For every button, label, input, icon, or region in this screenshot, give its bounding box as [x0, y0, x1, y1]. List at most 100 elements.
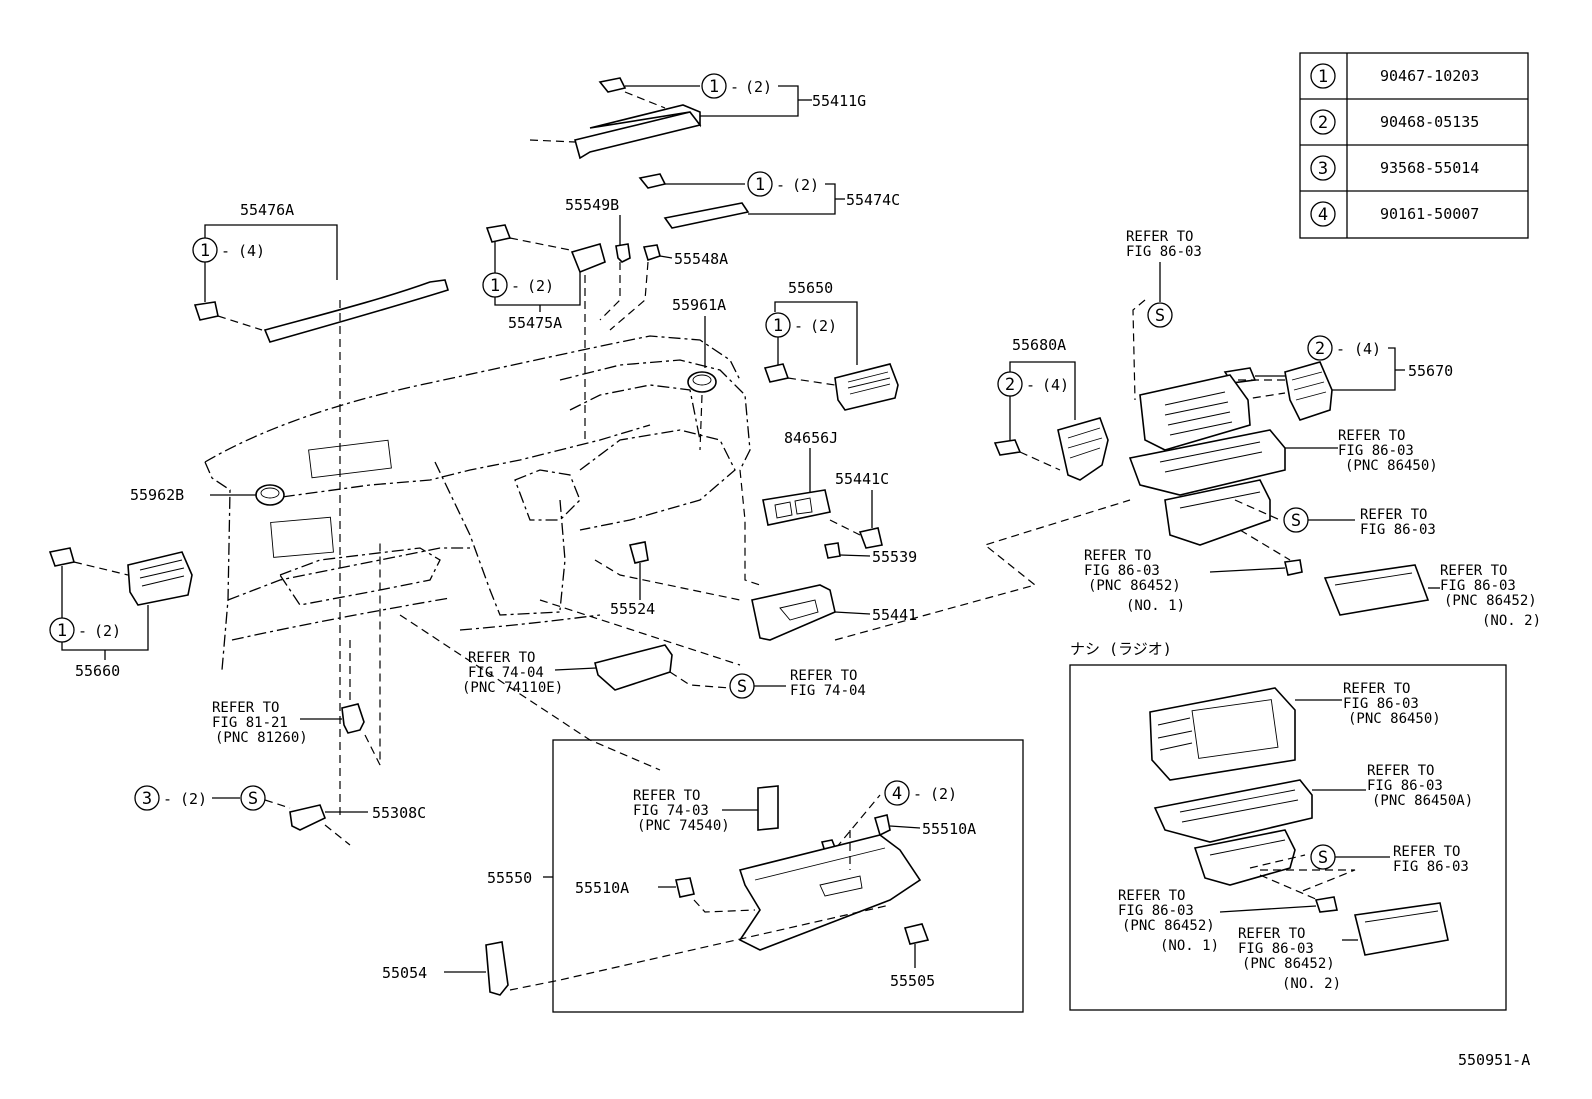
svg-text:1: 1	[755, 175, 765, 195]
clip-icon	[193, 301, 219, 321]
svg-text:1: 1	[773, 316, 783, 336]
legend-row-3: 3 93568-55014	[1310, 155, 1479, 181]
label-55550: 55550	[487, 869, 532, 887]
label-55660: 55660	[75, 662, 120, 680]
svg-text:-: -	[221, 242, 230, 260]
svg-text:FIG 86-03: FIG 86-03	[1118, 903, 1194, 919]
svg-text:(2): (2)	[810, 317, 837, 335]
circled-number-icon	[1307, 335, 1333, 361]
svg-text:(NO. 1): (NO. 1)	[1126, 598, 1185, 614]
svg-text:FIG 86-03: FIG 86-03	[1338, 443, 1414, 459]
label-55961A: 55961A	[672, 296, 726, 314]
svg-text:REFER TO: REFER TO	[1238, 926, 1305, 942]
svg-text:-: -	[776, 176, 785, 194]
label-55539: 55539	[872, 548, 917, 566]
label-55549B: 55549B	[565, 196, 619, 214]
label-55308C: 55308C	[372, 804, 426, 822]
glove-box-inset: REFER TO FIG 74-03 (PNC 74540) 4 - (2) 5…	[487, 739, 1024, 1013]
label-55510A-b: 55510A	[922, 820, 976, 838]
part-55441C: 55441C	[829, 470, 889, 549]
clip-icon	[48, 547, 76, 567]
svg-text:1: 1	[57, 621, 67, 641]
svg-text:S: S	[248, 789, 258, 809]
legend-num-1: 1	[1318, 67, 1328, 87]
circled-number-icon	[1310, 201, 1336, 227]
svg-text:-: -	[1336, 340, 1345, 358]
part-55549B: 55549B	[565, 196, 631, 321]
clip-icon	[598, 77, 627, 93]
clip-icon	[638, 173, 667, 189]
svg-text:FIG 86-03: FIG 86-03	[1084, 563, 1160, 579]
svg-text:REFER TO: REFER TO	[1393, 844, 1460, 860]
svg-text:REFER TO: REFER TO	[1360, 507, 1427, 523]
svg-text:REFER TO: REFER TO	[790, 668, 857, 684]
part-55524: 55524	[594, 541, 741, 618]
clip-icon	[993, 439, 1022, 456]
svg-text:(NO. 2): (NO. 2)	[1482, 613, 1541, 629]
label-55505: 55505	[890, 972, 935, 990]
svg-text:REFER TO: REFER TO	[212, 700, 279, 716]
svg-text:-: -	[163, 790, 172, 808]
svg-text:(2): (2)	[527, 277, 554, 295]
svg-text:(2): (2)	[930, 785, 957, 803]
svg-text:(2): (2)	[94, 622, 121, 640]
part-55475A: 1 - (2) 55475A	[482, 224, 606, 440]
svg-text:FIG 74-04: FIG 74-04	[468, 665, 544, 681]
label-84656J: 84656J	[784, 429, 838, 447]
part-55660: 1 - (2) 55660	[48, 547, 193, 680]
svg-text:REFER TO: REFER TO	[1343, 681, 1410, 697]
circled-number-icon	[701, 73, 727, 99]
svg-text:FIG 86-03: FIG 86-03	[1393, 859, 1469, 875]
part-84656J: 84656J	[739, 429, 838, 586]
svg-text:(PNC 86450): (PNC 86450)	[1348, 711, 1441, 727]
svg-text:REFER TO: REFER TO	[633, 788, 700, 804]
svg-text:FIG 74-03: FIG 74-03	[633, 803, 709, 819]
svg-text:1: 1	[490, 276, 500, 296]
part-55961A: 55961A	[672, 296, 726, 451]
svg-text:S: S	[737, 677, 747, 697]
svg-text:(PNC 86452): (PNC 86452)	[1242, 956, 1335, 972]
legend-row-4: 4 90161-50007	[1310, 201, 1479, 227]
circled-number-icon	[884, 780, 910, 806]
svg-text:(2): (2)	[745, 78, 772, 96]
part-55476A: 55476A 1 - (4)	[192, 201, 449, 820]
svg-text:(4): (4)	[1042, 376, 1069, 394]
part-55474C: 1 - (2) 55474C	[638, 171, 900, 229]
label-55548A: 55548A	[674, 250, 728, 268]
legend-part-3: 93568-55014	[1380, 159, 1479, 177]
svg-text:(4): (4)	[238, 242, 265, 260]
svg-text:(PNC 74540): (PNC 74540)	[637, 818, 730, 834]
instrument-panel-outline	[204, 335, 751, 671]
part-55308C: 3 - (2) S 55308C	[134, 785, 426, 846]
label-55411G: 55411G	[812, 92, 866, 110]
circled-number-icon	[747, 171, 773, 197]
svg-text:FIG 74-04: FIG 74-04	[790, 683, 866, 699]
svg-text:4: 4	[892, 784, 902, 804]
svg-text:(PNC 86452): (PNC 86452)	[1088, 578, 1181, 594]
svg-text:(PNC 86450): (PNC 86450)	[1345, 458, 1438, 474]
audio-assembly: REFER TO FIG 86-03 S 55680A 2 - (4) 2 - …	[993, 229, 1541, 629]
svg-text:1: 1	[709, 77, 719, 97]
svg-text:REFER TO: REFER TO	[1126, 229, 1193, 245]
svg-text:S: S	[1318, 848, 1328, 868]
legend-part-2: 90468-05135	[1380, 113, 1479, 131]
legend-row-2: 2 90468-05135	[1310, 109, 1479, 135]
label-55476A: 55476A	[240, 201, 294, 219]
svg-text:2: 2	[1005, 375, 1015, 395]
svg-text:REFER TO: REFER TO	[468, 650, 535, 666]
svg-text:FIG 86-03: FIG 86-03	[1360, 522, 1436, 538]
ref-81260: REFER TO FIG 81-21 (PNC 81260)	[212, 540, 381, 766]
legend-row-1: 1 90467-10203	[1310, 63, 1479, 89]
legend-num-4: 4	[1318, 205, 1328, 225]
circled-number-icon	[1310, 155, 1336, 181]
legend-part-4: 90161-50007	[1380, 205, 1479, 223]
svg-text:-: -	[511, 277, 520, 295]
svg-text:(PNC 86452): (PNC 86452)	[1122, 918, 1215, 934]
clip-icon	[763, 363, 790, 383]
svg-text:-: -	[78, 622, 87, 640]
part-55539: 55539	[824, 542, 917, 566]
part-55650: 55650 1 - (2)	[763, 279, 899, 411]
svg-text:S: S	[1291, 511, 1301, 531]
label-55475A: 55475A	[508, 314, 562, 332]
